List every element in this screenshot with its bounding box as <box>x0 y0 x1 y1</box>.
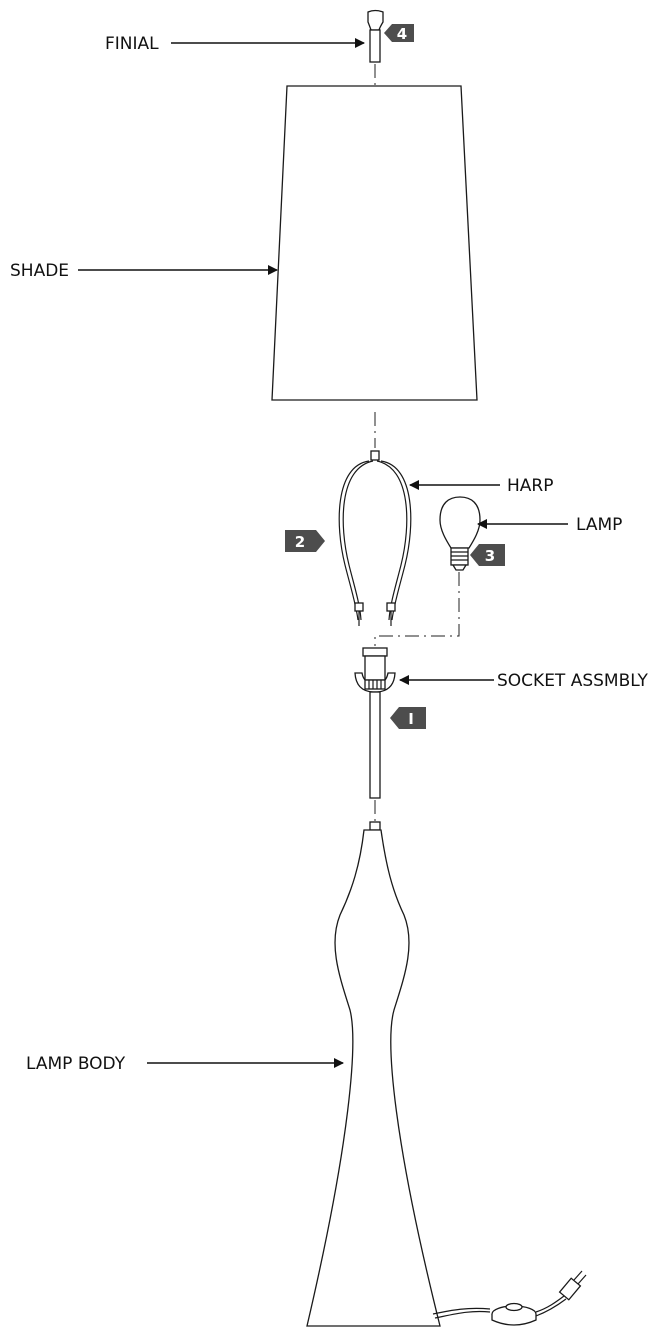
bulb-part <box>439 496 481 571</box>
svg-text:I: I <box>408 710 414 728</box>
socket-assembly-part <box>354 647 396 799</box>
leader-lines <box>78 38 568 1068</box>
finial-label: FINIAL <box>105 34 159 54</box>
step-badge-1: I <box>390 707 426 729</box>
socket-assembly-label: SOCKET ASSMBLY <box>497 671 648 691</box>
harp-part <box>338 450 412 626</box>
finial-part <box>367 9 384 63</box>
harp-label: HARP <box>507 476 553 496</box>
shade-label: SHADE <box>10 261 69 281</box>
svg-text:3: 3 <box>485 547 495 565</box>
lamp-body-part <box>306 821 441 1327</box>
svg-text:2: 2 <box>295 533 305 551</box>
step-badge-4: 4 <box>384 24 414 43</box>
svg-text:4: 4 <box>397 25 407 43</box>
lamp-body-label: LAMP BODY <box>26 1054 126 1074</box>
assembly-axis <box>374 64 460 822</box>
step-badge-2: 2 <box>285 530 325 552</box>
shade-part <box>271 85 478 401</box>
step-badge-3: 3 <box>470 544 505 566</box>
lamp-label: LAMP <box>576 515 622 535</box>
power-cord <box>432 1270 587 1326</box>
